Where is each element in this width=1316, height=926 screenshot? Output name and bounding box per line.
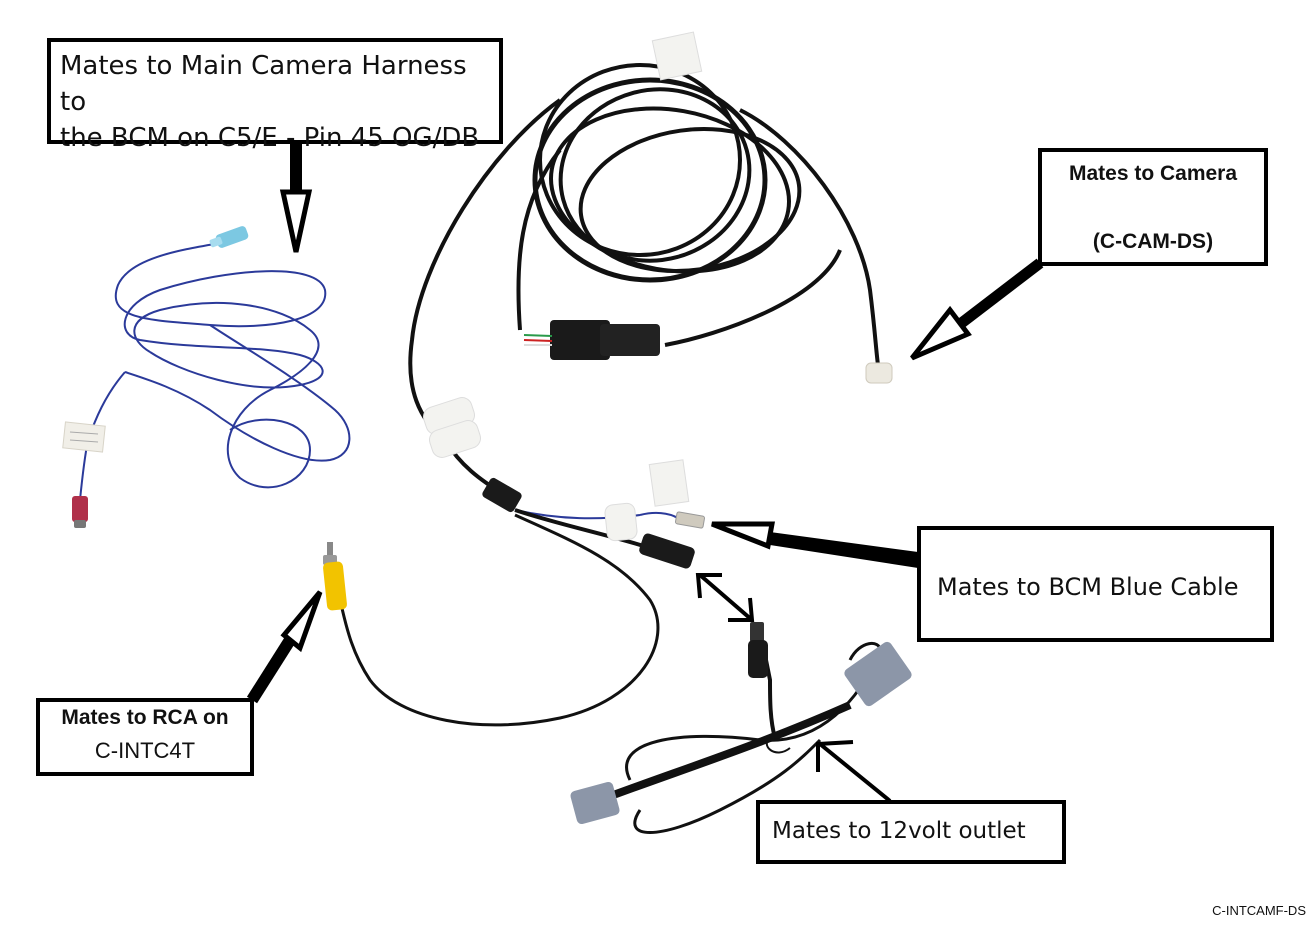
double-arrow-dc-jack	[695, 573, 755, 622]
arrow-to-rca-plug	[246, 590, 323, 704]
cable-tag-splitter	[422, 397, 482, 458]
blue-wire-harness	[79, 242, 351, 501]
spade-terminal-connector	[209, 226, 249, 248]
inline-connector	[523, 320, 660, 360]
blue-wire	[133, 301, 320, 489]
gray-connector-right	[844, 641, 912, 707]
bcm-spade-terminal	[604, 459, 706, 542]
cable-coil	[538, 63, 742, 257]
main-camera-cable	[408, 63, 880, 497]
red-bullet-connector	[72, 496, 88, 528]
callout-12v-outlet: Mates to 12volt outlet	[756, 800, 1066, 864]
callout-line: the BCM on C5/E - Pin 45 OG/DB	[60, 123, 480, 153]
wire-tag-label	[62, 421, 106, 453]
callout-main-harness: Mates to Main Camera Harness to the BCM …	[47, 38, 503, 153]
rca-video-plug	[323, 542, 347, 611]
12v-outlet-adapter	[598, 639, 882, 834]
callout-bcm-blue-cable: Mates to BCM Blue Cable	[917, 526, 1274, 642]
callout-rca: Mates to RCA on C-INTC4T	[36, 698, 254, 776]
cable-to-camera	[739, 108, 880, 366]
cable-tag-top	[651, 31, 703, 81]
callout-line: Mates to Camera	[1068, 162, 1238, 185]
cable-to-splitter	[408, 98, 562, 442]
cable-coil	[578, 127, 802, 273]
callout-line: Mates to 12volt outlet	[772, 818, 1026, 844]
cable-coil	[532, 77, 768, 283]
arrow-to-camera-connector	[910, 258, 1044, 361]
gray-connector-left	[570, 782, 620, 824]
callout-line: (C-CAM-DS)	[1092, 230, 1214, 253]
dc-male-plug	[748, 622, 768, 678]
blue-wire	[124, 324, 351, 462]
arrow-to-bcm-blue-terminal	[711, 521, 918, 568]
callout-line: Mates to RCA on	[61, 706, 229, 729]
cable-from-inline-connector	[664, 249, 842, 347]
dc-female-jack	[639, 533, 695, 569]
part-number-label: C-INTCAMF-DS	[1212, 903, 1306, 918]
callout-line: C-INTC4T	[94, 738, 196, 763]
camera-connector	[865, 362, 893, 384]
arrow-to-12v-adapter	[816, 740, 892, 803]
callout-line: Mates to BCM Blue Cable	[937, 573, 1239, 601]
arrow-to-blue-harness	[279, 142, 313, 253]
callout-camera: Mates to Camera (C-CAM-DS)	[1038, 148, 1268, 266]
blue-wire	[114, 242, 327, 389]
callout-main-harness-text: Mates to Main Camera Harness to the BCM …	[60, 48, 499, 156]
callout-line: Mates to Main Camera Harness to	[60, 51, 467, 117]
cable-coil	[558, 87, 752, 263]
cable-to-inline-connector	[516, 148, 562, 331]
